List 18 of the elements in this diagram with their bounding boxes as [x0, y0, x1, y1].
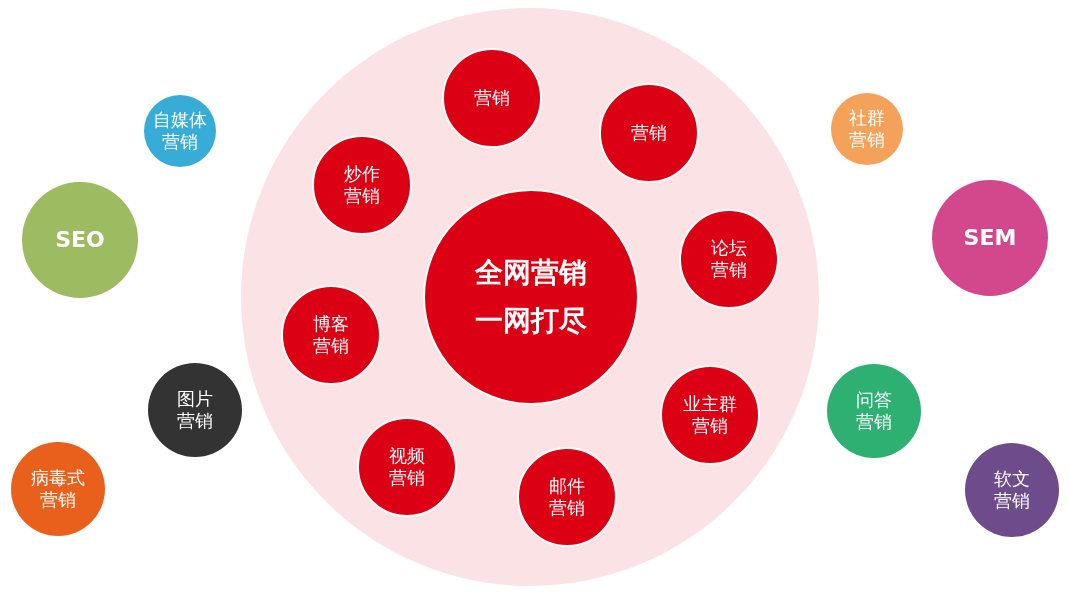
circle-label: SEM	[963, 224, 1017, 252]
circle-label: 自媒体营销	[152, 108, 208, 154]
circle-label: 问答营销	[855, 388, 893, 434]
circle-label: 营销	[631, 121, 667, 145]
circle-label: 论坛营销	[710, 236, 748, 282]
circle-label: 博客营销	[312, 312, 350, 358]
circle-label: 业主群营销	[682, 392, 738, 438]
circle-label: 一网打尽	[475, 303, 587, 339]
circle-label: SEO	[55, 226, 105, 254]
circle-label: 视频营销	[388, 444, 426, 490]
circle-label: 全网营销	[475, 255, 587, 292]
circle-label: 营销	[474, 86, 510, 110]
circle-label: 邮件营销	[548, 474, 586, 520]
circle-label: 社群营销	[848, 106, 886, 152]
circle-label: 软文营销	[993, 467, 1031, 513]
circle-label: 炒作营销	[343, 162, 381, 208]
circle-label: 图片营销	[176, 387, 214, 433]
circle-label: 病毒式营销	[30, 466, 86, 512]
